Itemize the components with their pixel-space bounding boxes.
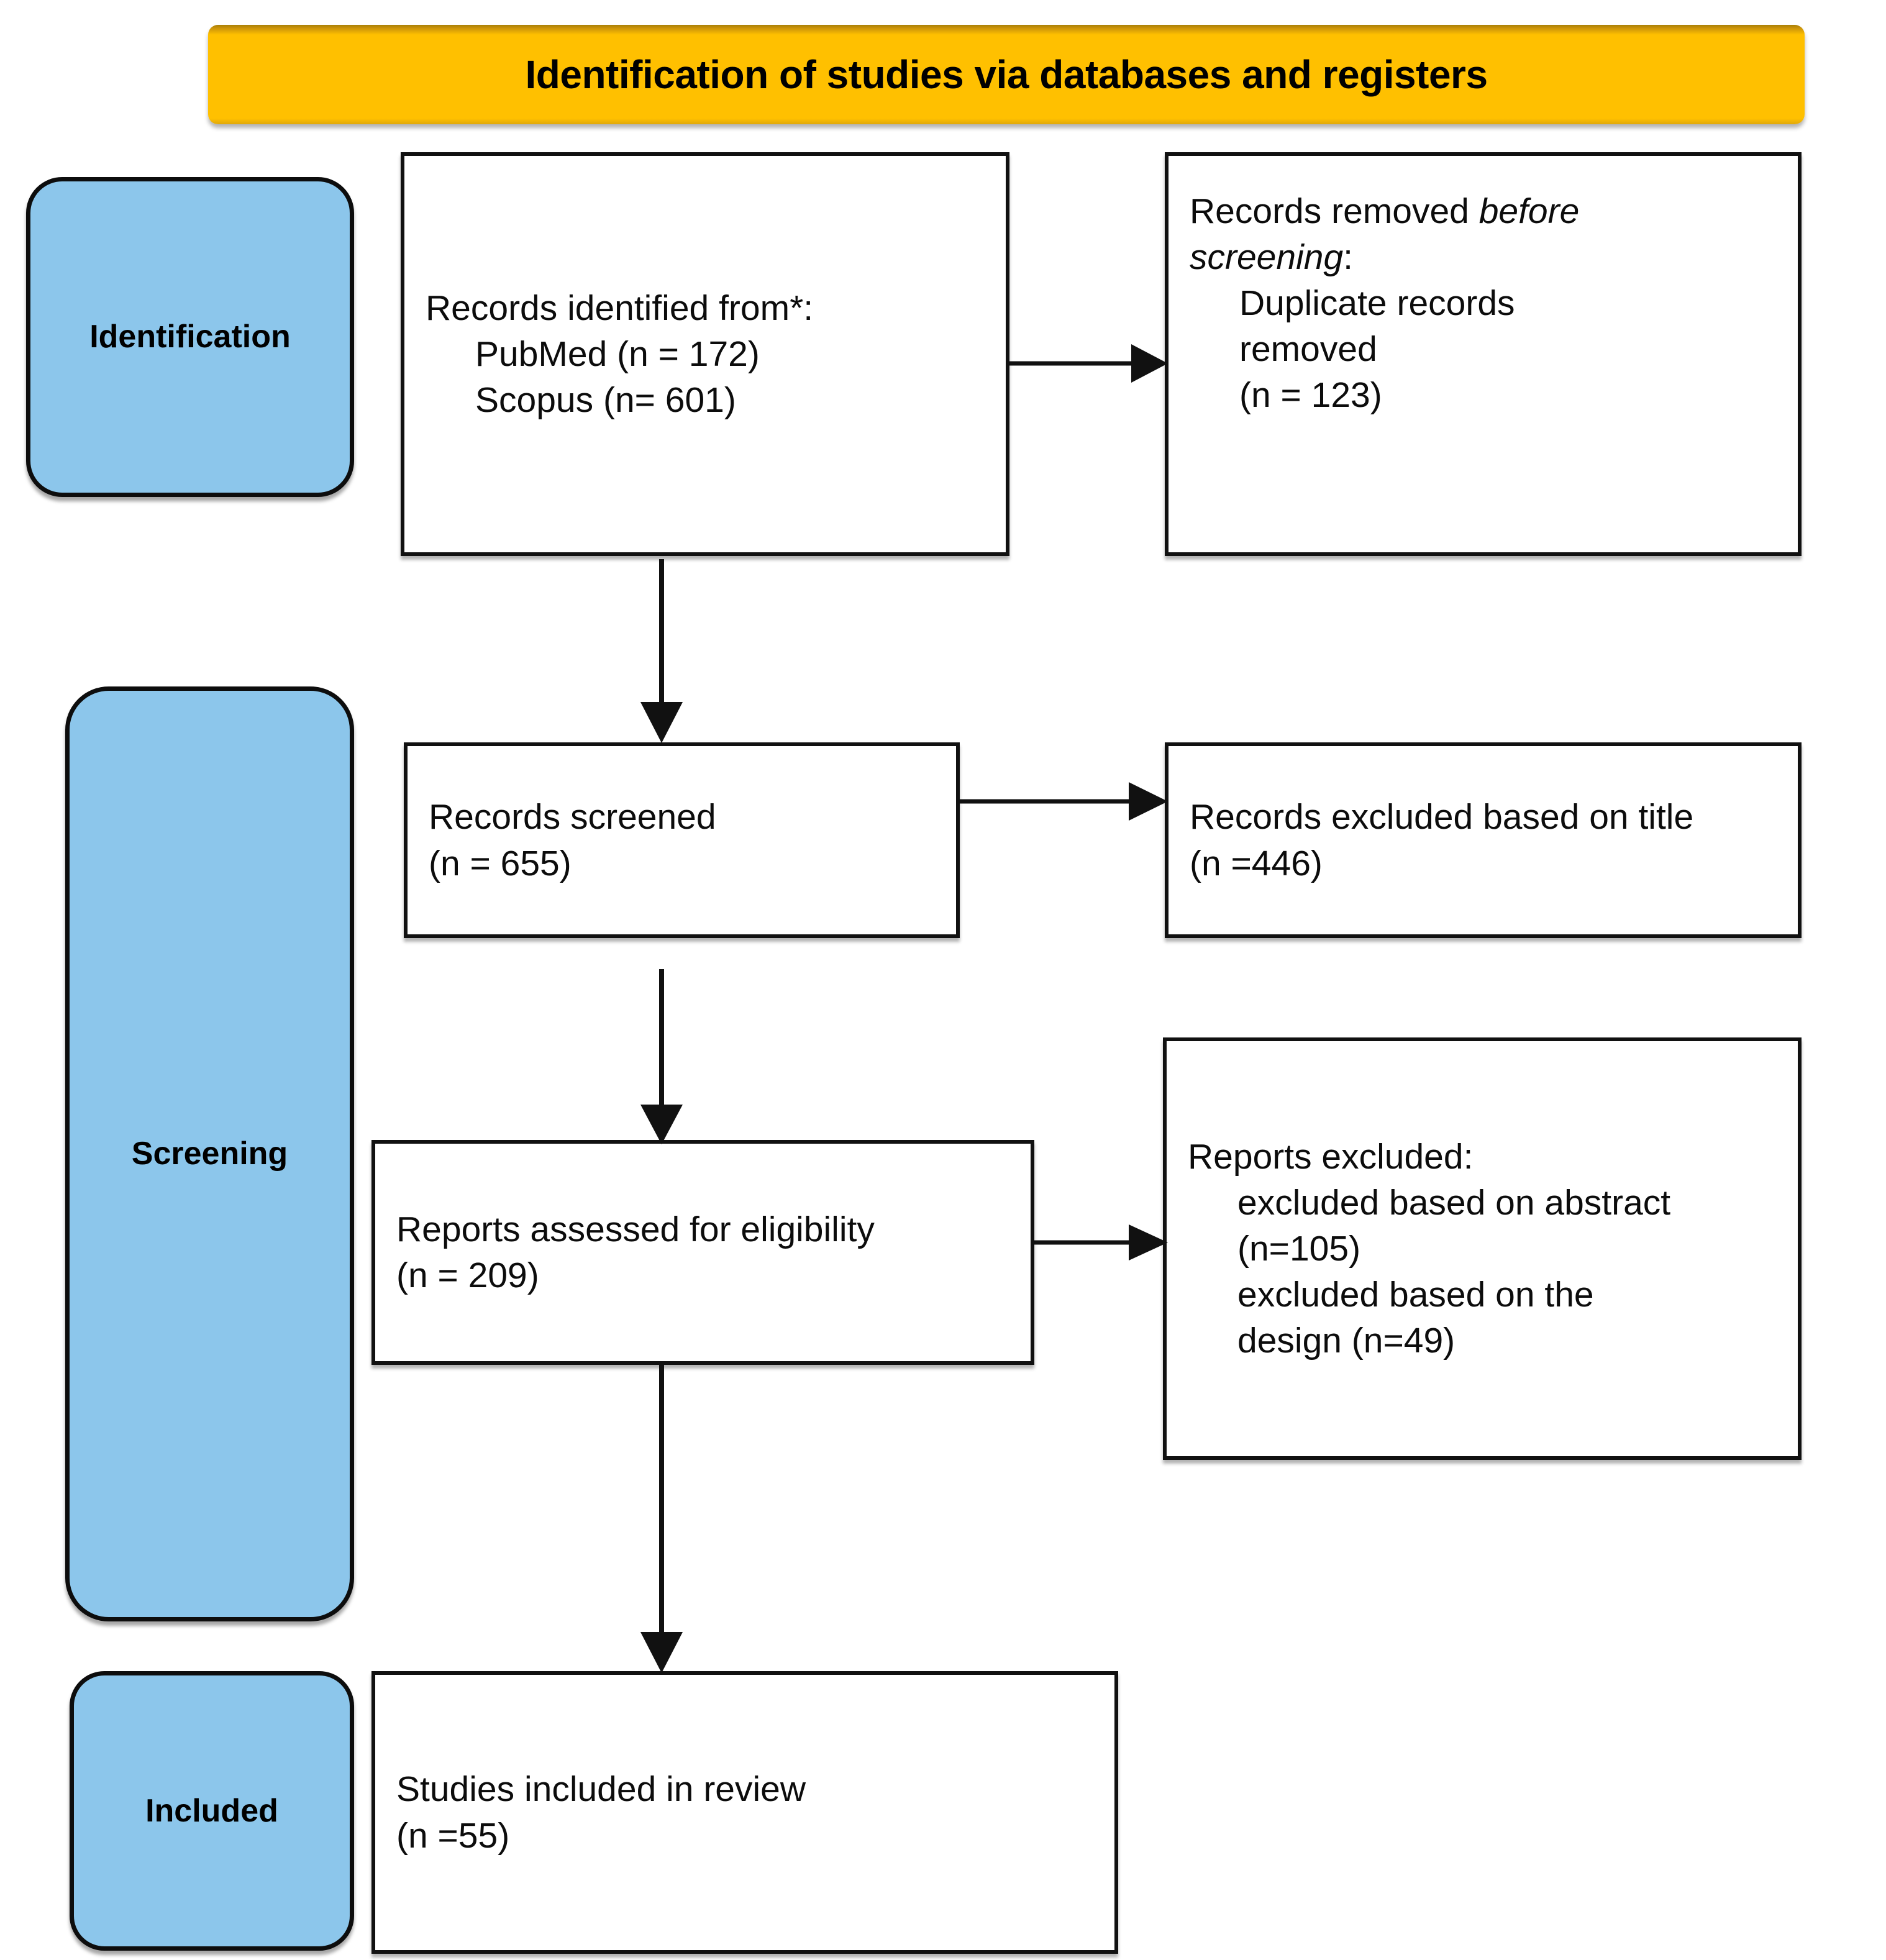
reports-excluded-title: Reports excluded:: [1188, 1136, 1474, 1177]
records-excluded-title-count: (n =446): [1190, 843, 1323, 883]
stage-identification-label: Identification: [89, 319, 291, 355]
diagram-title: Identification of studies via databases …: [525, 52, 1488, 97]
reports-excluded-count-abstract: (n=105): [1237, 1228, 1361, 1269]
records-removed-line-2: screening:: [1190, 234, 1777, 280]
node-records-removed: Records removed before screening: Duplic…: [1165, 152, 1802, 556]
records-removed-italic-screening: screening: [1190, 237, 1344, 278]
reports-eligibility-count: (n = 209): [396, 1256, 539, 1295]
records-removed-detail-2: removed: [1239, 329, 1377, 370]
node-records-excluded-title: Records excluded based on title (n =446): [1165, 742, 1802, 938]
connector-eligibility-to-excluded: [1034, 1215, 1168, 1270]
node-records-screened: Records screened (n = 655): [404, 742, 960, 938]
node-records-identified: Records identified from*: PubMed (n = 17…: [401, 152, 1009, 556]
records-removed-line-1: Records removed before: [1190, 188, 1777, 234]
records-removed-detail-1: Duplicate records: [1239, 283, 1515, 324]
stage-included: Included: [70, 1671, 354, 1951]
records-screened-title: Records screened: [429, 797, 716, 837]
reports-eligibility-title: Reports assessed for eligibility: [396, 1209, 875, 1249]
connector-screened-to-eligibility: [631, 969, 693, 1146]
records-removed-count: (n = 123): [1239, 375, 1382, 416]
reports-excluded-reason-design-line1: excluded based on the: [1237, 1275, 1594, 1315]
node-reports-assessed-eligibility: Reports assessed for eligibility (n = 20…: [371, 1140, 1034, 1365]
records-identified-title: Records identified from*:: [426, 288, 814, 328]
studies-included-count: (n =55): [396, 1815, 510, 1856]
connector-identified-to-screened: [631, 559, 693, 745]
records-removed-italic-before: before: [1478, 191, 1580, 231]
stage-included-label: Included: [145, 1792, 278, 1829]
connector-identified-to-removed: [1009, 335, 1168, 391]
node-studies-included: Studies included in review (n =55): [371, 1671, 1118, 1954]
records-identified-source-pubmed: PubMed (n = 172): [475, 334, 760, 374]
stage-screening-label: Screening: [131, 1136, 288, 1172]
records-screened-count: (n = 655): [429, 843, 572, 883]
studies-included-title: Studies included in review: [396, 1769, 806, 1810]
diagram-title-banner: Identification of studies via databases …: [208, 25, 1805, 124]
records-removed-prefix: Records removed: [1190, 191, 1479, 231]
node-reports-excluded: Reports excluded: excluded based on abst…: [1163, 1037, 1802, 1460]
records-removed-colon: :: [1343, 237, 1353, 278]
connector-screened-to-excluded-title: [960, 773, 1168, 829]
connector-eligibility-to-included: [631, 1365, 693, 1675]
records-excluded-title-text: Records excluded based on title: [1190, 797, 1694, 837]
reports-excluded-reason-abstract: excluded based on abstract: [1237, 1182, 1671, 1223]
records-identified-source-scopus: Scopus (n= 601): [475, 380, 736, 421]
stage-identification: Identification: [26, 177, 354, 497]
stage-screening: Screening: [65, 686, 354, 1621]
reports-excluded-reason-design-line2: design (n=49): [1237, 1321, 1456, 1361]
